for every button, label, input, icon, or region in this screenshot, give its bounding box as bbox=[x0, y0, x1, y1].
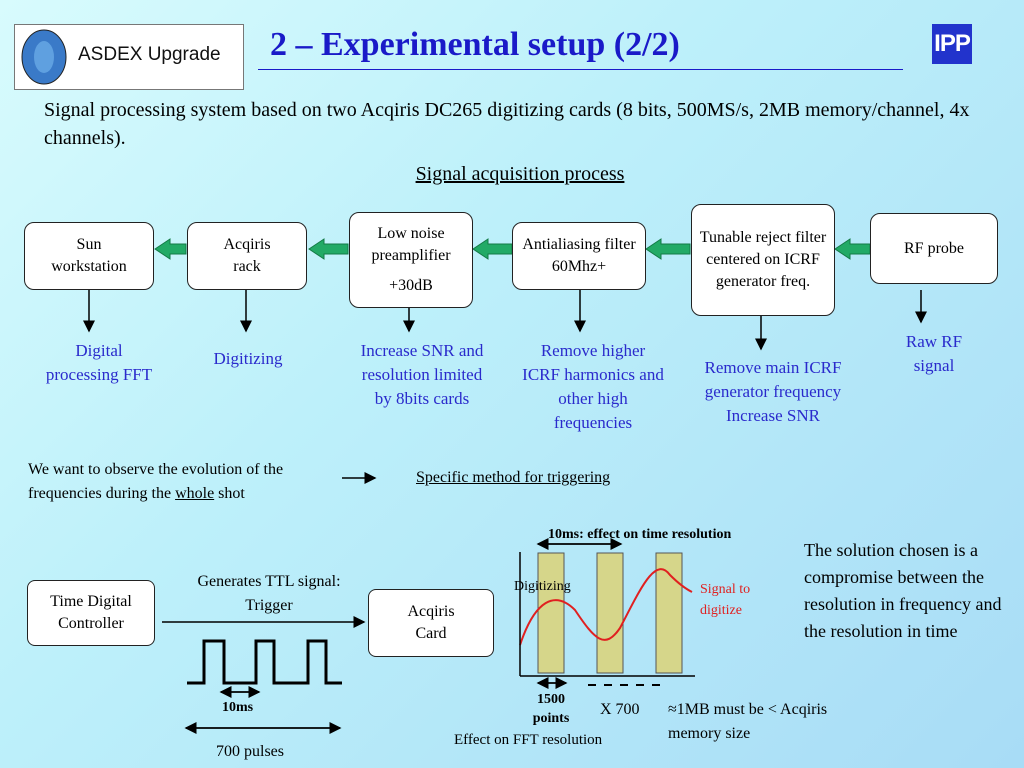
role-probe: Raw RF signal bbox=[905, 332, 963, 375]
green-arrow-5 bbox=[834, 238, 871, 260]
observe-text: We want to observe the evolution of the … bbox=[28, 458, 338, 506]
signal-label: Signal to digitize bbox=[700, 582, 751, 618]
reject-filter-box: Tunable reject filter centered on ICRF g… bbox=[691, 204, 835, 316]
observe-text-underlined: whole bbox=[175, 485, 215, 502]
rf-probe-label: RF probe bbox=[904, 239, 964, 257]
preamplifier-label: Low noise preamplifier bbox=[371, 225, 451, 264]
rf-probe-box: RF probe bbox=[870, 213, 998, 284]
conclusion-text: The solution chosen is a compromise betw… bbox=[804, 540, 1002, 641]
digitizing-bar-2 bbox=[596, 552, 624, 674]
green-arrow-2 bbox=[308, 238, 349, 260]
observe-text-after: shot bbox=[218, 485, 245, 502]
pulses-count-label: 700 pulses bbox=[216, 743, 284, 760]
time-resolution-label: 10ms: effect on time resolution bbox=[548, 527, 732, 542]
role-antialias: Remove higher ICRF harmonics and other h… bbox=[522, 341, 664, 432]
green-arrow-3 bbox=[472, 238, 513, 260]
acqiris-card-box: Acqiris Card bbox=[368, 589, 494, 657]
time-digital-controller-box: Time Digital Controller bbox=[27, 580, 155, 646]
role-acqiris-rack: Digitizing bbox=[213, 349, 283, 368]
times-label: X 700 bbox=[600, 701, 640, 718]
role-reject: Remove main ICRF generator frequency Inc… bbox=[704, 358, 842, 425]
digitizing-bar-3 bbox=[655, 552, 683, 674]
preamplifier-gain: +30dB bbox=[389, 277, 433, 294]
time-digital-controller-label: Time Digital Controller bbox=[50, 593, 132, 632]
sun-workstation-label: Sun workstation bbox=[51, 236, 127, 275]
ipp-logo: IPP bbox=[932, 24, 972, 64]
signal-curve bbox=[519, 568, 693, 646]
acqiris-rack-box: Acqiris rack bbox=[187, 222, 307, 290]
sun-workstation-box: Sun workstation bbox=[24, 222, 154, 290]
observe-text-before: We want to observe the evolution of the … bbox=[28, 461, 284, 502]
fft-resolution-label: Effect on FFT resolution bbox=[454, 732, 603, 748]
section-subtitle: Signal acquisition process bbox=[415, 163, 625, 185]
pulse-period-label: 10ms bbox=[222, 700, 254, 715]
antialiasing-box: Antialiasing filter 60Mhz+ bbox=[512, 222, 646, 290]
green-arrow-4 bbox=[645, 238, 691, 260]
points-label: 1500 points bbox=[532, 692, 570, 726]
page-title: 2 – Experimental setup (2/2) bbox=[270, 26, 680, 63]
role-preamp: Increase SNR and resolution limited by 8… bbox=[360, 341, 484, 408]
green-arrow-1 bbox=[154, 238, 187, 260]
digitizing-label: Digitizing bbox=[514, 579, 571, 594]
ttl-label: Generates TTL signal: Trigger bbox=[197, 573, 341, 614]
reject-filter-label: Tunable reject filter centered on ICRF g… bbox=[699, 229, 827, 290]
preamplifier-box: Low noise preamplifier +30dB bbox=[349, 212, 473, 308]
antialiasing-label: Antialiasing filter 60Mhz+ bbox=[522, 236, 636, 275]
timing-chart bbox=[519, 538, 695, 689]
acqiris-rack-label: Acqiris rack bbox=[223, 236, 271, 275]
digitizing-bar-1 bbox=[537, 552, 565, 674]
intro-text: Signal processing system based on two Ac… bbox=[44, 99, 970, 149]
role-sun: Digital processing FFT bbox=[45, 341, 153, 384]
acqiris-card-label: Acqiris Card bbox=[407, 603, 455, 642]
memory-label: ≈1MB must be < Acqiris memory size bbox=[668, 701, 828, 742]
triggering-method: Specific method for triggering bbox=[416, 469, 611, 486]
title-underline bbox=[258, 69, 903, 70]
logo-text: ASDEX Upgrade bbox=[78, 44, 221, 65]
